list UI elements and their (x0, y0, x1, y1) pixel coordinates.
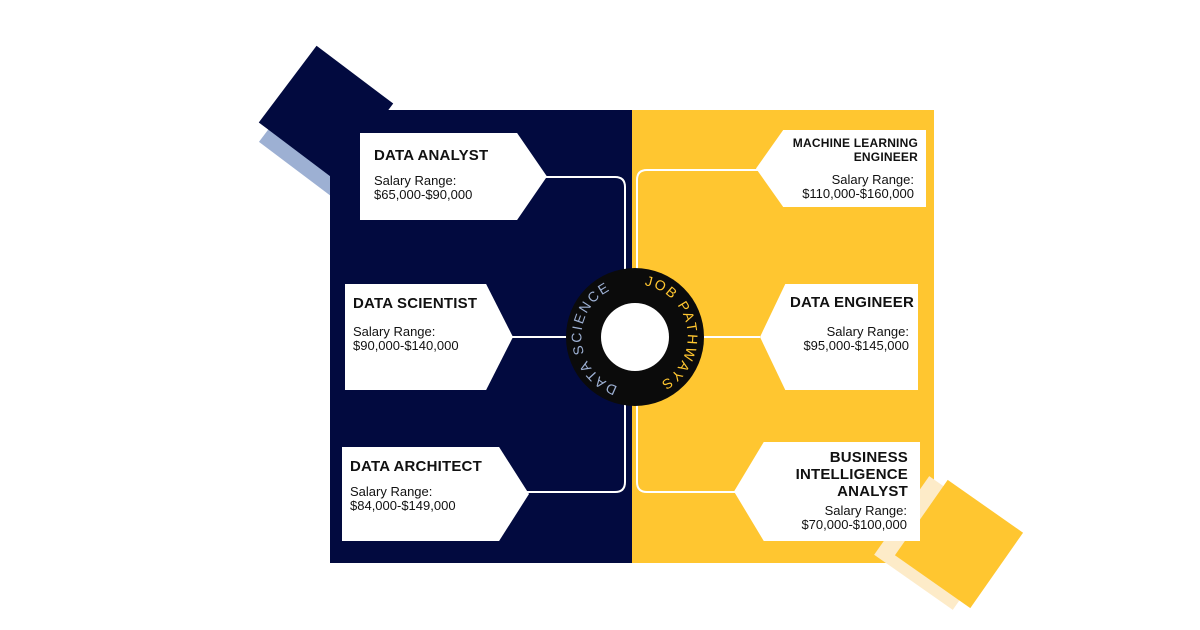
salary-range: $110,000-$160,000 (802, 186, 914, 201)
salary-label: Salary Range: (831, 172, 914, 187)
salary-label: Salary Range: (374, 173, 457, 188)
salary-range: $84,000-$149,000 (350, 498, 456, 513)
salary-range: $95,000-$145,000 (803, 338, 909, 353)
card-data-scientist: DATA SCIENTIST Salary Range: $90,000-$14… (345, 284, 513, 390)
salary-label: Salary Range: (350, 484, 433, 499)
salary-range: $65,000-$90,000 (374, 187, 473, 202)
salary-range: $90,000-$140,000 (353, 338, 459, 353)
card-title: DATA SCIENTIST (353, 295, 478, 312)
card-title: DATA ANALYST (374, 147, 489, 164)
salary-range: $70,000-$100,000 (801, 517, 907, 532)
salary-label: Salary Range: (826, 324, 909, 339)
card-title: DATA ARCHITECT (350, 458, 482, 475)
card-title-line-2: ENGINEER (853, 150, 918, 164)
card-machine-learning-engineer: MACHINE LEARNING ENGINEER Salary Range: … (756, 130, 926, 207)
card-title-line-2: INTELLIGENCE (795, 466, 908, 483)
card-data-analyst: DATA ANALYST Salary Range: $65,000-$90,0… (360, 133, 547, 220)
card-title-line-1: MACHINE LEARNING (792, 136, 918, 150)
salary-label: Salary Range: (824, 503, 907, 518)
card-data-engineer: DATA ENGINEER Salary Range: $95,000-$145… (760, 284, 918, 390)
card-business-intelligence-analyst: BUSINESS INTELLIGENCE ANALYST Salary Ran… (734, 442, 920, 541)
card-title-line-3: ANALYST (837, 483, 908, 500)
card-title-line-1: BUSINESS (829, 449, 908, 466)
card-title: DATA ENGINEER (790, 294, 914, 311)
salary-label: Salary Range: (353, 324, 436, 339)
card-data-architect: DATA ARCHITECT Salary Range: $84,000-$14… (342, 447, 529, 541)
